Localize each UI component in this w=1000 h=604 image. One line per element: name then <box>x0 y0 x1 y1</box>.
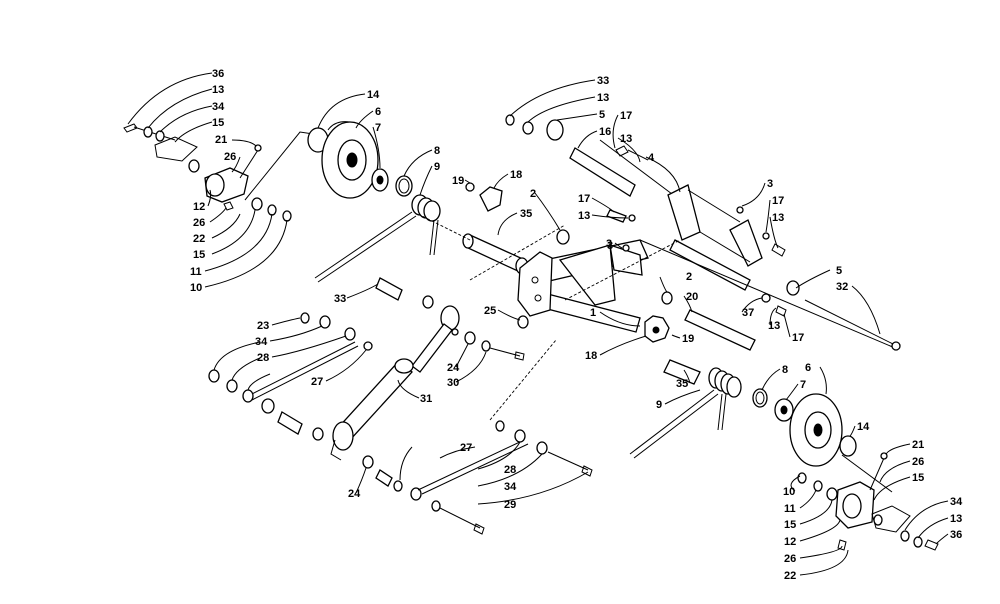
callout-label: 29 <box>504 499 516 511</box>
callout-label: 7 <box>375 122 381 134</box>
callout-label: 25 <box>484 305 496 317</box>
callout-label: 22 <box>193 233 205 245</box>
callout-label: 15 <box>912 472 924 484</box>
callout-label: 35 <box>676 378 688 390</box>
callout-label: 35 <box>520 208 532 220</box>
callout-label: 5 <box>599 109 605 121</box>
callout-label: 16 <box>599 126 611 138</box>
callout-labels: 36 13 34 15 21 26 12 26 22 15 11 10 14 6… <box>190 68 963 582</box>
callout-label: 3 <box>606 238 612 250</box>
callout-label: 34 <box>504 481 517 493</box>
callout-label: 18 <box>510 169 522 181</box>
callout-label: 30 <box>447 377 459 389</box>
right-pulley <box>752 388 893 493</box>
callout-label: 26 <box>224 151 236 163</box>
upper-bracket-assembly <box>505 114 901 351</box>
callout-label: 23 <box>257 320 269 332</box>
callout-label: 19 <box>452 175 464 187</box>
callout-label: 26 <box>193 217 205 229</box>
callout-label: 36 <box>212 68 224 80</box>
callout-label: 27 <box>460 442 472 454</box>
callout-label: 21 <box>912 439 924 451</box>
callout-label: 21 <box>215 134 227 146</box>
callout-label: 11 <box>190 266 202 278</box>
callout-label: 13 <box>620 133 632 145</box>
callout-label: 26 <box>912 456 924 468</box>
callout-label: 20 <box>686 291 698 303</box>
callout-label: 28 <box>257 352 269 364</box>
callout-label: 3 <box>767 178 773 190</box>
callout-label: 13 <box>768 320 780 332</box>
callout-label: 27 <box>311 376 323 388</box>
callout-label: 8 <box>434 145 440 157</box>
right-axle-assembly <box>797 452 939 551</box>
shock-absorber <box>330 277 460 461</box>
callout-label: 12 <box>784 536 796 548</box>
callout-label: 33 <box>334 293 346 305</box>
callout-label: 6 <box>805 362 811 374</box>
callout-label: 17 <box>578 193 590 205</box>
callout-label: 13 <box>578 210 590 222</box>
leader-lines <box>127 72 949 576</box>
callout-label: 22 <box>784 570 796 582</box>
callout-label: 7 <box>800 379 806 391</box>
callout-label: 33 <box>597 75 609 87</box>
callout-label: 13 <box>597 92 609 104</box>
callout-label: 28 <box>504 464 516 476</box>
callout-label: 34 <box>950 496 963 508</box>
callout-label: 32 <box>836 281 848 293</box>
callout-label: 3 <box>607 240 613 252</box>
right-torsion-spring <box>629 359 742 459</box>
callout-label: 9 <box>656 399 662 411</box>
callout-label: 34 <box>255 336 268 348</box>
callout-label: 15 <box>193 249 205 261</box>
left-torsion-spring <box>314 194 441 283</box>
callout-label: 19 <box>682 333 694 345</box>
callout-label: 15 <box>212 117 224 129</box>
callout-label: 10 <box>783 486 795 498</box>
callout-label: 15 <box>784 519 796 531</box>
callout-label: 14 <box>367 89 380 101</box>
lower-left-linkage <box>208 312 525 441</box>
callout-label: 13 <box>212 84 224 96</box>
callout-label: 34 <box>212 101 225 113</box>
callout-label: 24 <box>447 362 460 374</box>
alignment-lines <box>419 214 681 421</box>
callout-label: 17 <box>772 195 784 207</box>
callout-label: 11 <box>784 503 796 515</box>
callout-label: 2 <box>530 188 536 200</box>
callout-label: 2 <box>686 271 692 283</box>
callout-label: 8 <box>782 364 788 376</box>
callout-label: 37 <box>742 307 754 319</box>
callout-label: 14 <box>857 421 870 433</box>
callout-label: 6 <box>375 106 381 118</box>
callout-label: 17 <box>792 332 804 344</box>
callout-label: 13 <box>950 513 962 525</box>
callout-label: 10 <box>190 282 202 294</box>
left-pulley <box>307 121 413 199</box>
callout-label: 12 <box>193 201 205 213</box>
lower-center-linkage <box>362 420 593 535</box>
callout-label: 13 <box>772 212 784 224</box>
pivot-arm <box>462 182 670 343</box>
callout-label: 31 <box>420 393 432 405</box>
callout-label: 36 <box>950 529 962 541</box>
callout-label: 5 <box>836 265 842 277</box>
callout-label: 17 <box>620 110 632 122</box>
callout-label: 26 <box>784 553 796 565</box>
callout-label: 18 <box>585 350 597 362</box>
callout-label: 1 <box>590 307 596 319</box>
callout-label: 24 <box>348 488 361 500</box>
callout-label: 4 <box>648 152 655 164</box>
callout-label: 9 <box>434 161 440 173</box>
